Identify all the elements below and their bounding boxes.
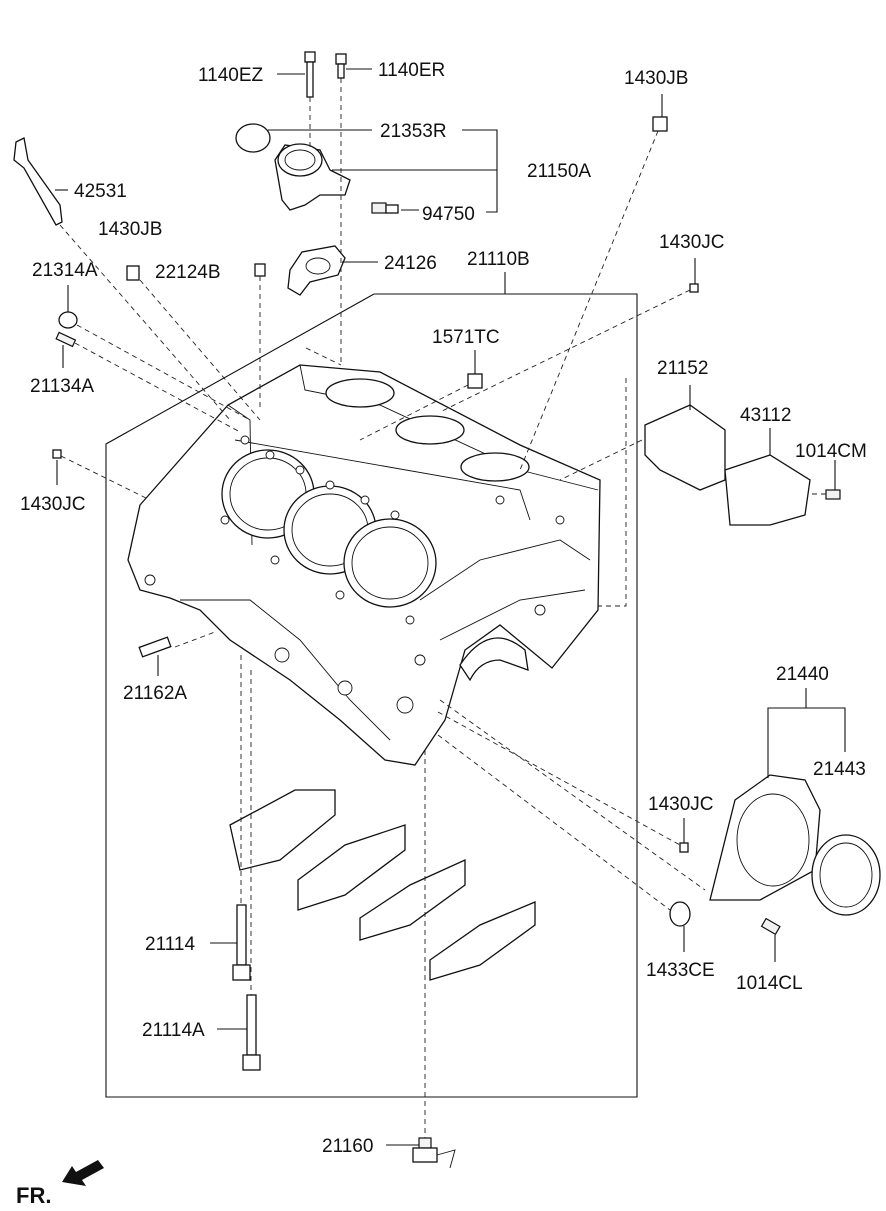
- assembly-frame: [105, 293, 638, 1098]
- label-21150A: 21150A: [527, 161, 591, 182]
- oil-seal-21443: [811, 834, 881, 916]
- label-21110B: 21110B: [467, 249, 530, 270]
- cylinder-block: [127, 364, 601, 766]
- label-1433CE: 1433CE: [646, 960, 715, 981]
- bolt-21114A: [242, 994, 261, 1071]
- plug-1571TC: [467, 373, 483, 389]
- leader-lines: [55, 68, 846, 1146]
- label-1430JC-right: 1430JC: [648, 794, 714, 815]
- label-43112: 43112: [740, 405, 791, 426]
- label-24126: 24126: [384, 253, 437, 274]
- sensor-94750: [371, 202, 399, 214]
- label-21160: 21160: [322, 1136, 373, 1157]
- label-21114A: 21114A: [142, 1020, 205, 1041]
- bolt-1014CM: [825, 489, 841, 500]
- bushing-1433CE: [669, 901, 691, 927]
- water-outlet-21150A: [274, 143, 351, 211]
- bolt-21162A: [138, 636, 172, 658]
- label-94750: 94750: [422, 204, 475, 225]
- bolt-21114: [232, 904, 251, 981]
- front-label: FR.: [16, 1183, 51, 1208]
- dashed-lines: [59, 78, 826, 1138]
- plug-21314A: [58, 311, 78, 329]
- label-21152: 21152: [657, 358, 708, 379]
- sensor-21160: [412, 1137, 456, 1169]
- label-22124B: 22124B: [155, 262, 221, 283]
- gasket-24126: [287, 245, 346, 296]
- cover-subframe: [596, 378, 627, 607]
- dowel-1430JB-top: [652, 116, 668, 132]
- label-21443: 21443: [813, 759, 866, 780]
- label-21114: 21114: [145, 934, 195, 955]
- label-1430JC-top: 1430JC: [659, 232, 725, 253]
- dowel-22124B: [254, 263, 266, 277]
- label-1430JC-left: 1430JC: [20, 494, 86, 515]
- dowel-1430JC-right: [679, 842, 689, 853]
- retainer-bore: [736, 793, 810, 887]
- label-21314A: 21314A: [32, 260, 98, 281]
- label-1430JB-left: 1430JB: [98, 219, 162, 240]
- label-1571TC: 1571TC: [432, 327, 500, 348]
- label-42531: 42531: [74, 181, 127, 202]
- cover-43112: [724, 454, 811, 526]
- dipstick-guide-42531: [13, 137, 63, 226]
- label-21353R: 21353R: [380, 121, 447, 142]
- dowel-1430JC-top: [689, 283, 699, 293]
- label-21162A: 21162A: [123, 683, 187, 704]
- bolt-1140ER: [335, 53, 347, 79]
- bolt-1014CL: [760, 917, 781, 936]
- label-1140ER: 1140ER: [378, 60, 445, 81]
- bearing-caps: [229, 789, 536, 981]
- dowel-1430JB-left: [126, 265, 140, 281]
- label-1430JB-top: 1430JB: [624, 68, 688, 89]
- o-ring-21353R: [235, 123, 271, 153]
- label-1014CM: 1014CM: [795, 441, 867, 462]
- front-arrow-icon: [62, 1160, 104, 1186]
- part-labels: 1140EZ 1140ER 1430JB 21353R 42531 21150A…: [16, 60, 867, 1208]
- label-21134A: 21134A: [30, 376, 94, 397]
- gasket-21152: [644, 404, 726, 491]
- bolt-1140EZ: [304, 51, 316, 98]
- plug-21134A: [55, 331, 77, 348]
- dowel-1430JC-left: [52, 449, 62, 459]
- label-1140EZ: 1140EZ: [198, 65, 264, 86]
- retainer-21440: [709, 774, 821, 901]
- label-21440: 21440: [776, 664, 829, 685]
- label-1014CL: 1014CL: [736, 973, 803, 994]
